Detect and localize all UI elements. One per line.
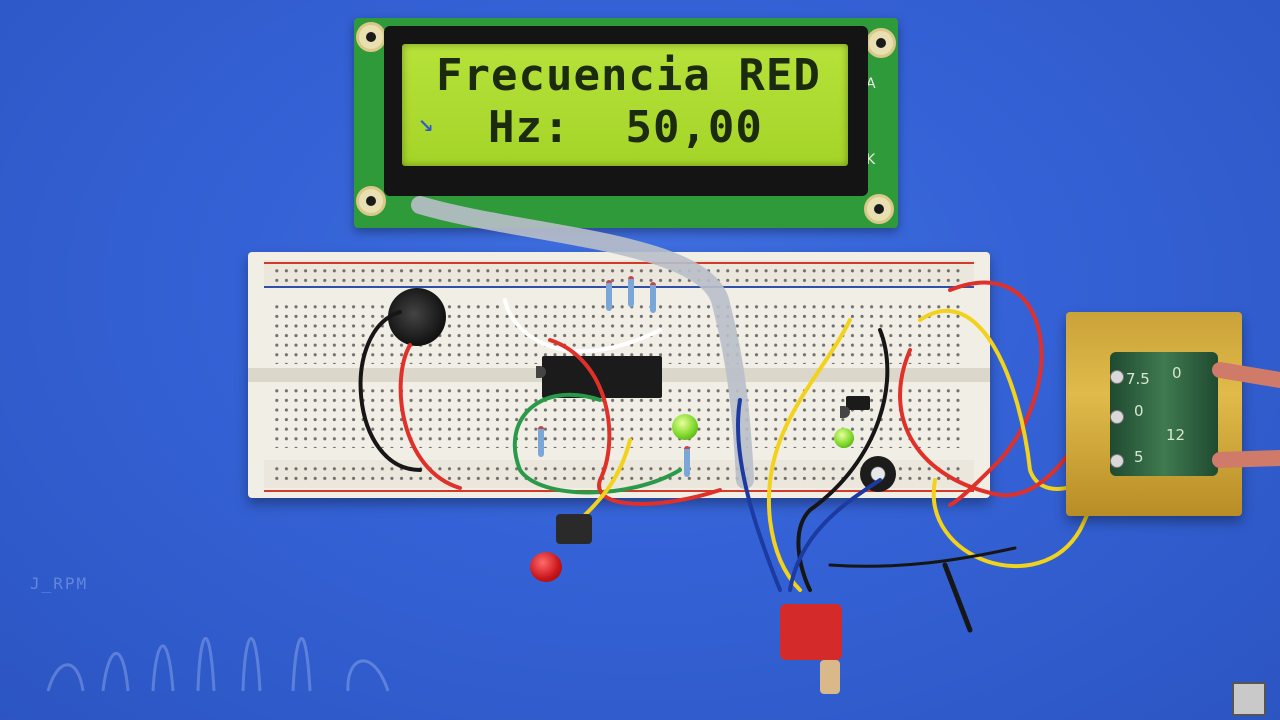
resistor [684,446,690,477]
resistor [650,282,656,313]
pin-label-a: A [866,76,876,92]
wire-red [398,343,462,490]
terminal-screw [1110,454,1124,468]
lcd-line-1: Frecuencia RED [436,50,821,101]
wire-black [828,546,1017,568]
ribbon-cable [411,196,754,489]
mains-leads [1212,362,1280,468]
wire-black [796,328,890,592]
lcd-line-2: Hz: 50,00 [488,102,763,153]
wire-green [512,392,682,495]
terminal-screw [1110,370,1124,384]
wire-yellow [578,438,632,522]
tap-label: 0 [1134,402,1144,420]
wire-white [503,298,662,354]
tap-label: 0 [1172,364,1182,382]
mount-hole [864,194,894,224]
pin-label-k: K [866,152,876,168]
resistor [538,426,544,457]
electrolytic-capacitor [860,456,896,492]
wire-blue [736,398,782,592]
resistor [606,280,612,311]
push-button-body [556,514,592,544]
lcd-cursor-glyph: ↘ [418,108,434,138]
terminal-holes-upper [272,302,966,364]
mount-hole [356,186,386,216]
toggle-lever [820,660,840,694]
rail-line-positive [264,262,974,264]
terminal-screw [1110,410,1124,424]
transformer: 0 7.5 0 12 5 [1066,312,1242,516]
tap-label: 7.5 [1126,370,1150,388]
watermark-text: J_RPM [30,574,89,593]
rail-line-negative [264,286,974,288]
tap-label: 12 [1166,426,1186,444]
transistor [840,396,870,418]
evolution-watermark [46,637,390,692]
wire-red [548,338,722,506]
transformer-coil: 0 7.5 0 12 5 [1110,352,1218,476]
piezo-buzzer [388,288,446,346]
tap-label: 5 [1134,448,1144,466]
green-led-small [834,428,854,448]
wire-black [942,562,973,633]
resistor [628,276,634,307]
channel-logo-icon [1232,682,1266,716]
wire-black [358,310,422,472]
lcd-screen: Frecuencia RED ↘ Hz: 50,00 [402,44,848,166]
toggle-switch [780,604,842,660]
rail-holes [272,266,966,286]
push-button [530,552,562,582]
wire-red [948,280,1044,507]
wire-yellow [766,318,852,592]
wire-blue [788,478,882,592]
green-led [672,414,698,440]
